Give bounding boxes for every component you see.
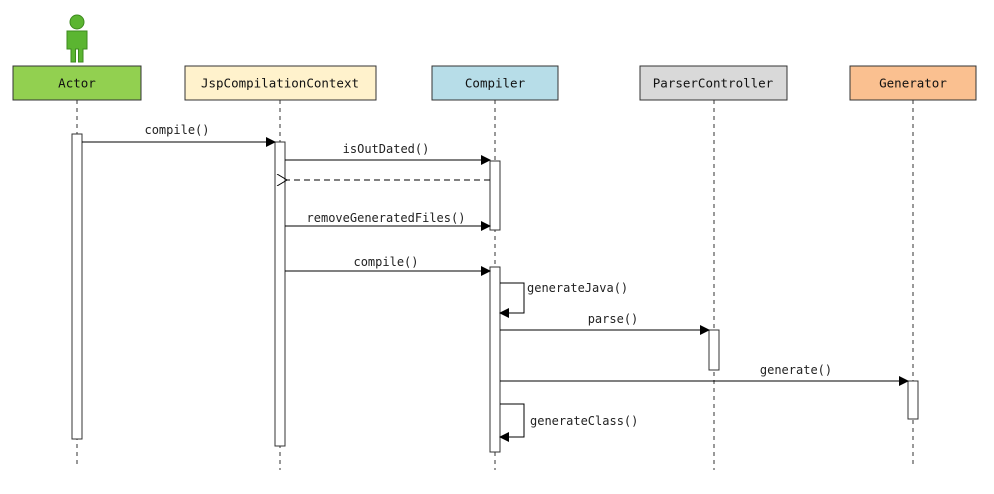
participant-label: ParserController bbox=[653, 76, 774, 91]
activation-actor bbox=[71, 133, 83, 440]
self-message-arrow bbox=[499, 403, 525, 442]
participant-gen[interactable]: Generator bbox=[849, 65, 977, 101]
message-label: generateJava() bbox=[527, 281, 628, 295]
message-label: generate() bbox=[760, 363, 832, 377]
person-icon bbox=[66, 14, 88, 63]
participant-compiler[interactable]: Compiler bbox=[431, 65, 559, 101]
activation-gen bbox=[907, 380, 919, 420]
activation-compiler-2 bbox=[489, 266, 501, 453]
message-label: compile() bbox=[353, 255, 418, 269]
participant-label: JspCompilationContext bbox=[201, 76, 359, 91]
participant-parser[interactable]: ParserController bbox=[639, 65, 788, 101]
activation-compiler-1 bbox=[489, 160, 501, 231]
self-message-arrow bbox=[499, 282, 525, 318]
message-label: parse() bbox=[588, 312, 639, 326]
participant-label: Compiler bbox=[465, 76, 526, 91]
message-label: compile() bbox=[144, 123, 209, 137]
message-label: isOutDated() bbox=[343, 142, 430, 156]
message-label: generateClass() bbox=[530, 414, 638, 428]
participant-label: Generator bbox=[879, 76, 947, 91]
activation-ctx bbox=[274, 141, 286, 447]
participant-label: Actor bbox=[58, 76, 96, 91]
participant-ctx[interactable]: JspCompilationContext bbox=[184, 65, 377, 101]
activation-parser bbox=[708, 329, 720, 371]
message-label: removeGeneratedFiles() bbox=[307, 211, 466, 225]
participant-actor[interactable]: Actor bbox=[12, 65, 142, 101]
